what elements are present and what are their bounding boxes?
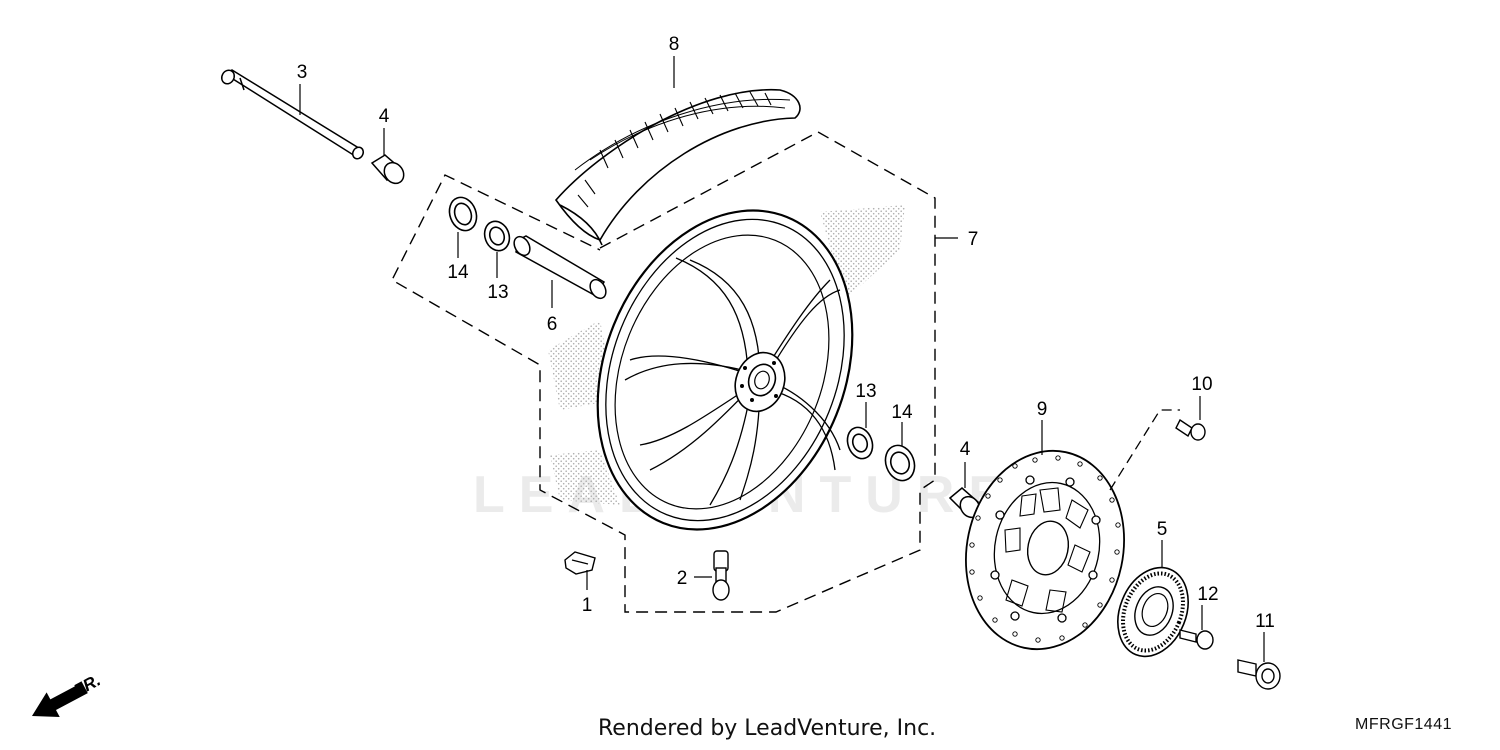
- diagram-code: MFRGF1441: [1355, 716, 1452, 733]
- callout-12: 12: [1197, 584, 1218, 605]
- callout-11: 11: [1255, 611, 1275, 632]
- pulser-ring: [1117, 566, 1189, 658]
- callout-8: 8: [669, 34, 680, 55]
- callout-6: 6: [547, 314, 558, 335]
- bearing-left: [483, 220, 511, 252]
- callout-10: 10: [1191, 374, 1212, 395]
- callout-14-left: 14: [447, 262, 469, 283]
- front-axle: [220, 69, 365, 160]
- callout-1: 1: [582, 595, 593, 616]
- callout-4-right: 4: [960, 439, 971, 460]
- distance-collar: [513, 235, 607, 300]
- tire-valve: [712, 550, 730, 601]
- callout-5: 5: [1157, 519, 1168, 540]
- dust-seal-right: [884, 444, 916, 482]
- pulser-bolt: [1179, 629, 1214, 650]
- callout-13-right: 13: [855, 381, 876, 402]
- side-collar-left: [370, 154, 405, 185]
- disc-bolt: [1175, 418, 1206, 441]
- dust-seal-left: [448, 196, 478, 232]
- bearing-right: [846, 426, 874, 460]
- callout-13-left: 13: [487, 282, 508, 303]
- callout-2: 2: [677, 568, 688, 589]
- callout-14-right: 14: [891, 402, 913, 423]
- front-tire: [554, 89, 801, 246]
- assembly-outline: [391, 131, 936, 613]
- flange-bolt: [1237, 659, 1281, 690]
- render-credit: Rendered by LeadVenture, Inc.: [598, 716, 937, 741]
- callout-7: 7: [968, 229, 979, 250]
- callout-9: 9: [1037, 399, 1048, 420]
- callout-4-top: 4: [379, 106, 390, 127]
- brake-disc: [965, 449, 1125, 651]
- callout-3: 3: [297, 62, 308, 83]
- front-wheel: [596, 209, 854, 531]
- balance-weight-clip: [564, 551, 596, 575]
- callouts: 1 2 3 4 4 5 6 7 8 9 10 11 12 13 13 14 14: [297, 34, 1275, 632]
- front-direction-arrow-icon: [31, 682, 88, 718]
